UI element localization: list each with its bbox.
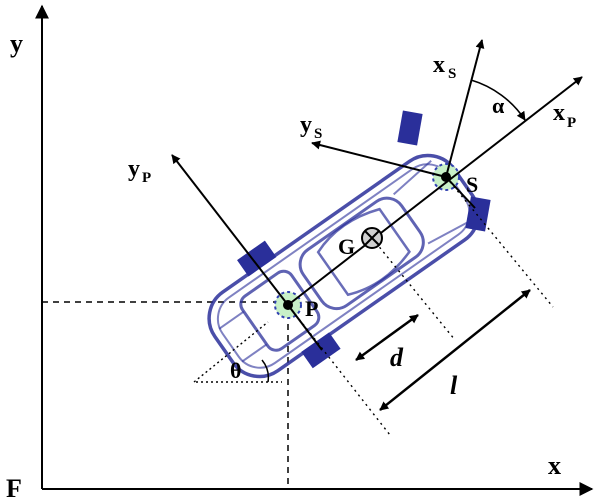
yp-label-main: y [128, 156, 140, 182]
ys-axis [311, 140, 447, 178]
point-g-label: G [338, 234, 355, 259]
alpha-label: α [492, 93, 505, 118]
y-axis-label: y [10, 29, 23, 58]
point-s-dot [441, 172, 451, 182]
x-axis-label: x [548, 451, 561, 480]
dist-l-label: l [450, 371, 458, 400]
theta-arc [261, 359, 270, 383]
theta-label: θ [230, 358, 241, 383]
circle-cross-icon [361, 227, 383, 249]
ref-dotted-s [445, 176, 554, 308]
front-axle-line [445, 176, 476, 209]
vehicle-body [207, 153, 481, 379]
xs-label-main: x [433, 52, 445, 78]
rear-axle-line [287, 304, 323, 351]
dist-l-arrow [379, 289, 531, 411]
dist-d-label: d [390, 343, 404, 372]
xp-label-main: x [553, 100, 565, 126]
point-s-label: S [466, 172, 478, 197]
xp-label-sub: P [567, 115, 576, 131]
point-p-dot [283, 300, 293, 310]
front-wheel-top [397, 110, 423, 146]
xs-axis [445, 39, 485, 178]
ys-label-sub: S [314, 126, 322, 142]
yp-label-sub: P [142, 170, 151, 186]
frame-origin-label: F [6, 474, 22, 503]
rear-wheel-top [237, 240, 277, 277]
rear-wheel-bottom [301, 332, 341, 369]
dist-d-arrow [355, 313, 419, 362]
point-p-label: P [305, 296, 318, 321]
alpha-arc [470, 79, 526, 121]
xp-axis [287, 76, 583, 306]
theta-axis-extension [193, 321, 269, 383]
xs-label-sub: S [448, 66, 456, 82]
ys-label-main: y [300, 112, 312, 138]
yp-axis [171, 154, 289, 306]
